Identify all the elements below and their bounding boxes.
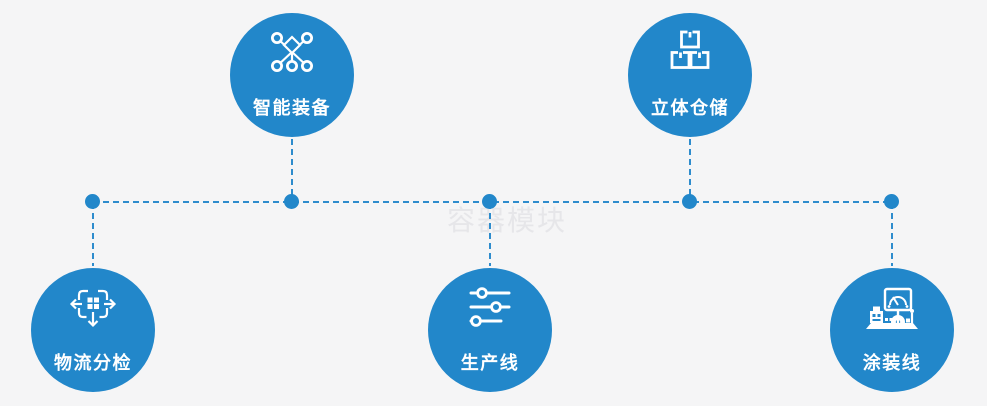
node-production-line: 生产线	[428, 268, 552, 392]
node-label: 物流分检	[54, 353, 132, 373]
junction-dot	[682, 194, 697, 209]
node-label: 生产线	[460, 353, 520, 373]
junction-dot	[85, 194, 100, 209]
connector-vertical-smart-equipment	[291, 139, 293, 202]
network-nodes-icon	[271, 32, 314, 72]
node-label: 涂装线	[862, 353, 922, 373]
connector-vertical-warehouse	[689, 139, 691, 202]
node-logistics-sorting: 物流分检	[31, 268, 155, 392]
connector-vertical-production-line	[489, 203, 491, 266]
junction-dot	[284, 194, 299, 209]
connector-vertical-logistics-sorting	[92, 203, 94, 266]
node-stereoscopic-warehouse: 立体仓储	[628, 13, 752, 137]
node-painting-line: 涂装线	[830, 268, 954, 392]
connector-vertical-painting-line	[891, 203, 893, 266]
junction-dot	[482, 194, 497, 209]
stacked-boxes-icon	[670, 30, 710, 69]
junction-dot	[884, 194, 899, 209]
node-smart-equipment: 智能装备	[230, 13, 354, 137]
node-label: 立体仓储	[651, 98, 729, 118]
sorting-arrows-icon	[69, 289, 117, 328]
paint-line-machine-icon	[866, 287, 918, 329]
watermark-text: 容器模块	[447, 205, 568, 236]
sliders-icon	[469, 287, 511, 327]
node-label: 智能装备	[253, 98, 331, 118]
